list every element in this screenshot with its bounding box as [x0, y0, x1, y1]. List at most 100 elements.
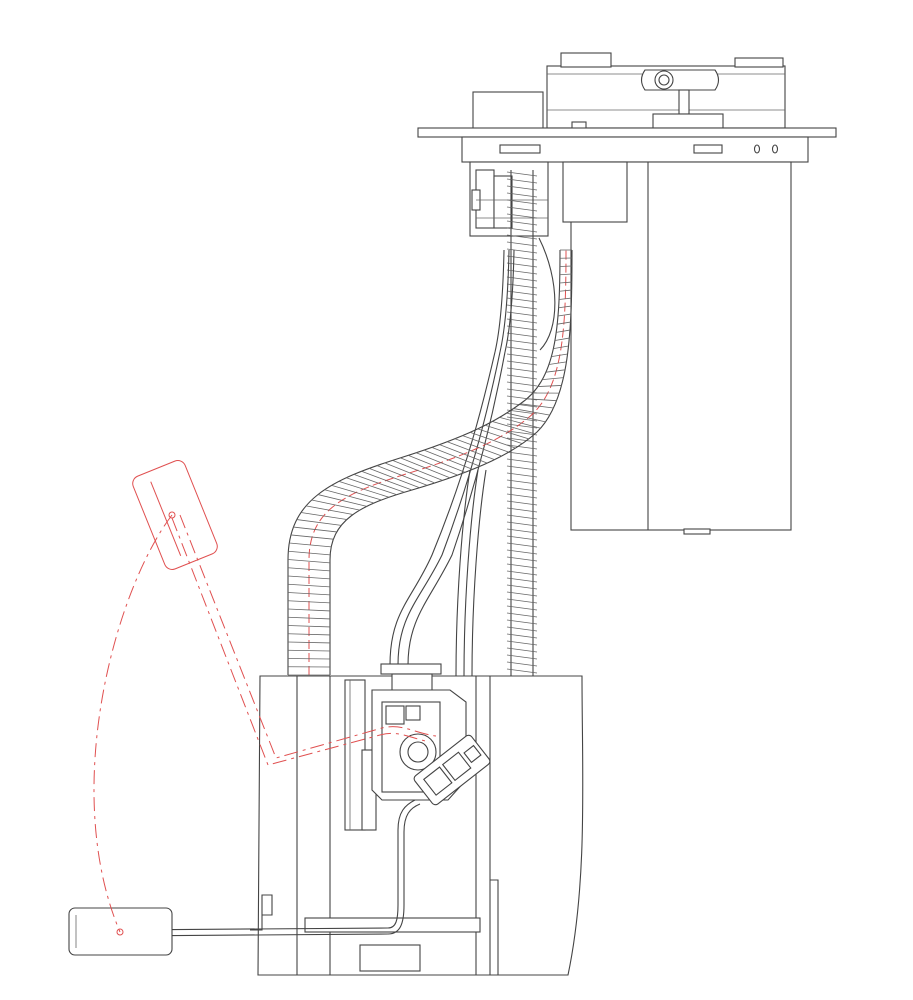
spring-coil [506, 437, 538, 443]
spring-coil [506, 577, 538, 583]
spring-coil [506, 584, 538, 590]
spring-coil [506, 647, 538, 653]
hose-rib [361, 470, 413, 491]
hose-rib [439, 444, 488, 464]
spring-coil [506, 409, 538, 415]
hose-rib [520, 403, 554, 409]
spring-coil [506, 339, 538, 345]
spring-coil [506, 451, 538, 457]
spring-coil [506, 171, 538, 177]
hose-rib [557, 313, 571, 317]
spring-coil [506, 346, 538, 352]
spring-coil [506, 353, 538, 359]
spring-coil [506, 430, 538, 436]
hose-rib [477, 428, 523, 445]
reservoir-bucket [250, 675, 584, 976]
pump-assembly [371, 663, 491, 806]
hose-rib [545, 369, 566, 373]
spring-coil [506, 479, 538, 485]
hose-rib [551, 353, 568, 358]
spring-coil [506, 549, 538, 555]
wire-harness [389, 237, 556, 677]
hose-rib [447, 441, 495, 461]
spring-coil [506, 241, 538, 247]
hose-rib [287, 649, 331, 652]
hose-rib [559, 273, 572, 276]
spring-coil [506, 654, 538, 660]
spring-coil [506, 185, 538, 191]
hose-rib [369, 467, 420, 489]
hose-rib [287, 583, 331, 588]
spring-coil [506, 255, 538, 261]
spring-coil [506, 661, 538, 667]
spring-coil [506, 542, 538, 548]
float-lower-position [68, 907, 173, 956]
hose-rib [311, 499, 360, 511]
hose-rib [559, 297, 572, 300]
spring-coil [506, 178, 538, 184]
spring-coil [506, 311, 538, 317]
spring-coil [506, 206, 538, 212]
spring-coil [506, 465, 538, 471]
spring-coil [506, 598, 538, 604]
hose-rib [537, 385, 562, 387]
spring-coil [506, 605, 538, 611]
hose-rib [288, 550, 331, 556]
spring-guide-rod [506, 170, 538, 676]
hose-rib [305, 505, 354, 515]
spring-coil [506, 360, 538, 366]
hose-rib [324, 489, 375, 504]
hose-rib [470, 431, 516, 449]
float-arm [117, 799, 421, 937]
hose-rib [462, 435, 509, 453]
hose-rib [287, 575, 331, 580]
hose-rib [513, 408, 550, 416]
hose-rib [287, 592, 331, 596]
hose-rib [400, 457, 451, 479]
spring-coil [506, 563, 538, 569]
hose-rib [526, 398, 557, 402]
hose-rib [287, 600, 331, 604]
hose-rib [376, 465, 428, 486]
spring-coil [506, 458, 538, 464]
spring-coil [506, 528, 538, 534]
spring-coil [506, 234, 538, 240]
hose-rib [346, 477, 397, 496]
outlet-nipple [640, 69, 724, 129]
spring-coil [506, 262, 538, 268]
hose-rib [548, 361, 567, 365]
hose-rib [287, 633, 331, 636]
spring-coil [506, 381, 538, 387]
float-upper-position [132, 460, 437, 766]
hose-rib [542, 377, 564, 380]
spring-coil [506, 521, 538, 527]
top-cap [472, 52, 786, 131]
hose-rib [287, 616, 331, 620]
spring-coil [506, 556, 538, 562]
hose-rib [408, 454, 458, 476]
hose-rib [384, 462, 436, 484]
hose-rib [557, 321, 571, 325]
spring-coil [506, 472, 538, 478]
hose-rib [499, 417, 541, 429]
hose-rib [287, 567, 331, 572]
spring-coil [506, 213, 538, 219]
hose-rib [553, 345, 569, 350]
spring-coil [506, 227, 538, 233]
spring-coil [506, 388, 538, 394]
hose-rib [287, 559, 331, 564]
hose-rib [423, 449, 473, 470]
spring-coil [506, 367, 538, 373]
hose-rib [287, 608, 331, 612]
spring-coil [506, 500, 538, 506]
spring-coil [506, 626, 538, 632]
hose-rib [558, 305, 572, 309]
spring-coil [506, 276, 538, 282]
hose-rib [431, 447, 481, 467]
spring-coil [506, 535, 538, 541]
spring-coil [506, 192, 538, 198]
spring-coil [506, 220, 538, 226]
flange-plate [417, 127, 837, 163]
spring-coil [506, 332, 538, 338]
